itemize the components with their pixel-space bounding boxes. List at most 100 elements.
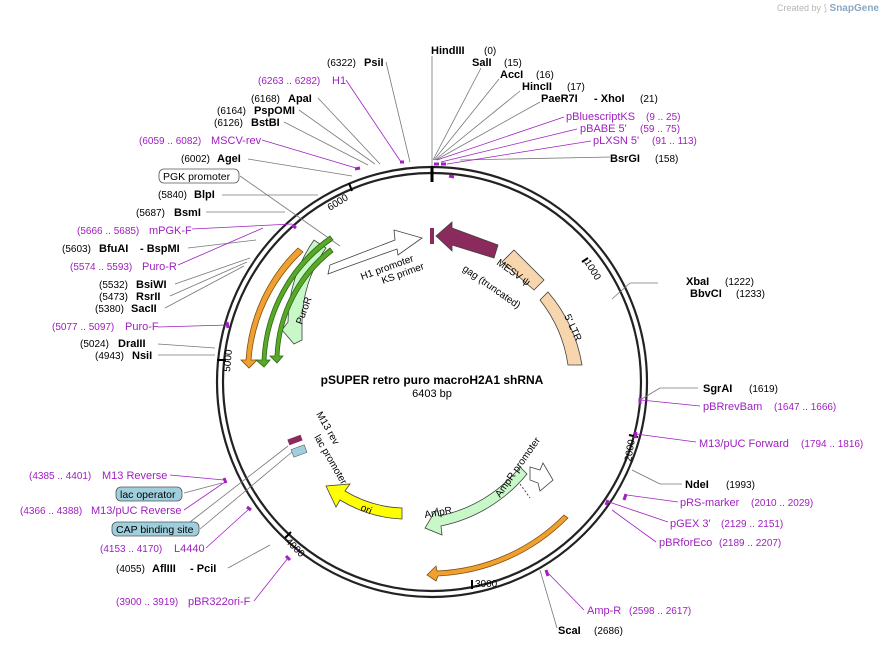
lac-operator-box [115,486,183,502]
primer-pbluescriptks-pos: (9 .. 25) [646,112,680,123]
primer-leader-lines [157,79,701,611]
tick-1000: 1000 [581,258,602,283]
enzyme-agei-pos: (6002) [181,154,210,165]
enzyme-draiii-pos: (5024) [80,339,109,350]
primer-pbrforeco-pos: (2189 .. 2207) [719,538,781,549]
ampr-arrow [424,466,528,536]
enzyme-sali: SalI [472,57,492,69]
enzyme-bsrgi-pos: (158) [655,154,678,165]
primer-pbabe5-pos: (59 .. 75) [640,124,680,135]
primer-pbr322ori-f: pBR322ori-F [188,596,251,608]
primer-amp-r: Amp-R [587,605,621,617]
primer-l4440-pos: (4153 .. 4170) [100,544,162,555]
enzyme-bspmi: - BspMI [140,243,180,255]
puror-arrow [281,239,327,345]
enzyme-ndei: NdeI [685,479,709,491]
enzyme-xbai-pos: (1222) [725,277,754,288]
snapgene-credit: Created by ⟆ SnapGene [777,3,879,14]
pgk-box [158,168,240,184]
primer-puro-r: Puro-R [142,261,177,273]
primer-plxsn5: pLXSN 5' [593,135,639,147]
enzyme-agei: AgeI [217,153,241,165]
pgk-box-label: PGK promoter [163,171,231,183]
enzyme-blpi: BlpI [194,189,215,201]
enzyme-hindiii: HindIII [431,45,465,57]
primer-m13puc-rev-pos: (4366 .. 4388) [20,506,82,517]
enzyme-sali-pos: (15) [504,58,522,69]
enzyme-acci: AccI [500,69,523,81]
primer-mpgk-f: mPGK-F [149,225,192,237]
snapgene-logo-icon: ⟆ [823,3,828,13]
lac-operator-mark [287,434,303,446]
primer-puro-f: Puro-F [125,321,159,333]
primer-mscv-rev: MSCV-rev [211,135,262,147]
enzyme-bstbi: BstBI [251,117,280,129]
primer-prs-marker-pos: (2010 .. 2029) [751,498,813,509]
enzyme-psii-pos: (6322) [327,58,356,69]
enzyme-pcii: - PciI [190,563,216,575]
enzyme-bbvci: BbvCI [690,288,722,300]
credit-brand: SnapGene [829,3,879,14]
primer-mscv-rev-pos: (6059 .. 6082) [139,136,201,147]
tick-2000: 2000 [623,438,638,462]
primer-labels: pBluescriptKS (9 .. 25) pBABE 5' (59 .. … [20,75,863,617]
credit-prefix: Created by [776,3,821,13]
tick-3000: 3000 [475,579,498,590]
gag-arrow [501,249,545,291]
ampr-dotted [519,483,531,499]
primer-puro-r-pos: (5574 .. 5593) [70,262,132,273]
enzyme-xbai: XbaI [686,276,709,288]
leader-lines [157,56,698,629]
primer-m13-reverse-pos: (4385 .. 4401) [29,471,91,482]
enzyme-acci-pos: (16) [536,70,554,81]
pgk-promoter-arrow [327,229,423,275]
enzyme-hindiii-pos: (0) [484,46,496,57]
enzyme-bsiwi-pos: (5532) [99,280,128,291]
enzyme-sgrai-pos: (1619) [749,384,778,395]
primer-h1-pos: (6263 .. 6282) [258,76,320,87]
primer-mpgk-f-pos: (5666 .. 5685) [77,226,139,237]
primer-pgex3: pGEX 3' [670,518,711,530]
enzyme-blpi-pos: (5840) [158,190,187,201]
enzyme-paer7i-pos: (21) [640,94,658,105]
enzyme-apai-pos: (6168) [251,94,280,105]
enzyme-apai: ApaI [288,93,312,105]
puro-orange-arrow [240,247,304,369]
primer-m13puc-fwd: M13/pUC Forward [699,438,789,450]
enzyme-afliii: AflIII [152,563,176,575]
lac-operator-box-label: lac operator [120,489,176,501]
enzyme-afliii-pos: (4055) [116,564,145,575]
enzyme-hincii-pos: (17) [567,82,585,93]
primer-m13-reverse: M13 Reverse [102,470,167,482]
enzyme-bfuai-pos: (5603) [62,244,91,255]
enzyme-sacii-pos: (5380) [95,304,124,315]
primer-pgex3-pos: (2129 .. 2151) [721,519,783,530]
mesv-arrow [435,221,499,259]
primer-m13puc-rev: M13/pUC Reverse [91,505,181,517]
tick-5000: 5000 [222,349,235,373]
ampr-promoter-label: AmpR promoter [493,435,543,500]
enzyme-sacii: SacII [131,303,157,315]
enzyme-xhoi: - XhoI [594,93,625,105]
primer-marks [222,160,642,577]
enzyme-draiii: DraIII [118,338,146,350]
ori-label: ori [359,503,373,517]
primer-l4440: L4440 [174,543,205,555]
plasmid-length: 6403 bp [412,388,452,400]
enzyme-ndei-pos: (1993) [726,480,755,491]
enzyme-nsii-pos: (4943) [95,351,124,362]
cap-site-mark [290,444,308,458]
enzyme-rsrii: RsrII [136,291,160,303]
enzyme-bstbi-pos: (6126) [214,118,243,129]
primer-h1: H1 [332,75,346,87]
ori-arrow [325,483,403,520]
enzyme-pspomi: PspOMI [254,105,295,117]
enzyme-hincii: HincII [522,81,552,93]
ltr-arrow [539,291,583,366]
enzyme-bsiwi: BsiWI [136,279,167,291]
enzyme-bsmi-pos: (5687) [136,208,165,219]
ampr-orange-arrow [426,514,569,582]
enzyme-bsrgi: BsrGI [610,153,640,165]
tick-marks [217,182,639,589]
